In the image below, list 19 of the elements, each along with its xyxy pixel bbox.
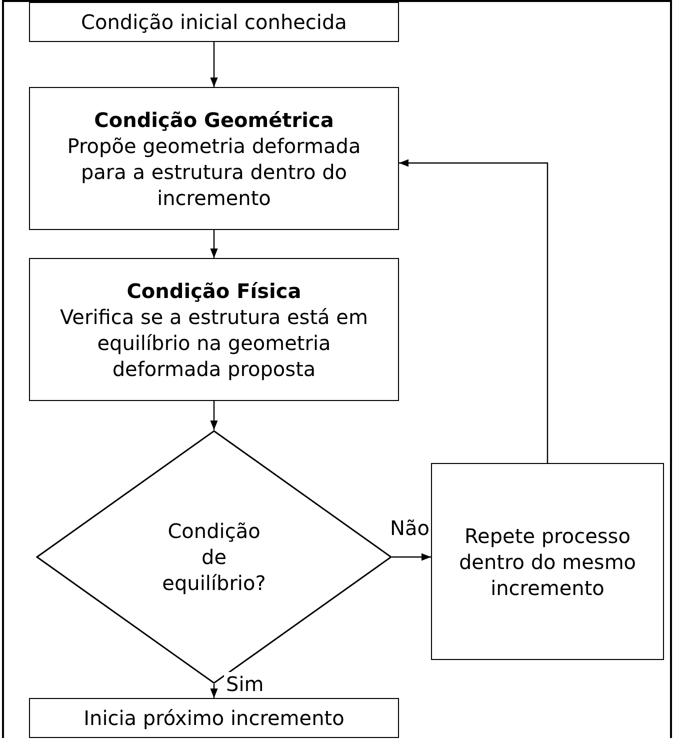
box-text: Verifica se a estrutura está em equilíbrio na geometria deformada proposta [59, 304, 369, 382]
box-text: Propõe geometria deformada para a estrutura dentro do incremento [66, 132, 362, 210]
arrow [392, 553, 431, 561]
box-text: Condição inicial conhecida [81, 9, 347, 35]
arrow [210, 401, 218, 430]
arrow [399, 159, 548, 463]
arrow [210, 684, 218, 698]
process-box [29, 258, 399, 401]
arrow [210, 230, 218, 258]
process-box [431, 463, 664, 660]
box-text: Inicia próximo incremento [84, 705, 344, 731]
box-heading: Condição Física [126, 278, 302, 304]
box-heading: Condição Geométrica [94, 106, 334, 132]
decision-text: Condição de equilíbrio? [161, 518, 267, 596]
arrow [210, 42, 218, 87]
process-box [29, 698, 399, 738]
process-box [29, 2, 399, 42]
box-text: Repete processo dentro do mesmo incremento [458, 522, 638, 600]
process-box [29, 87, 399, 230]
